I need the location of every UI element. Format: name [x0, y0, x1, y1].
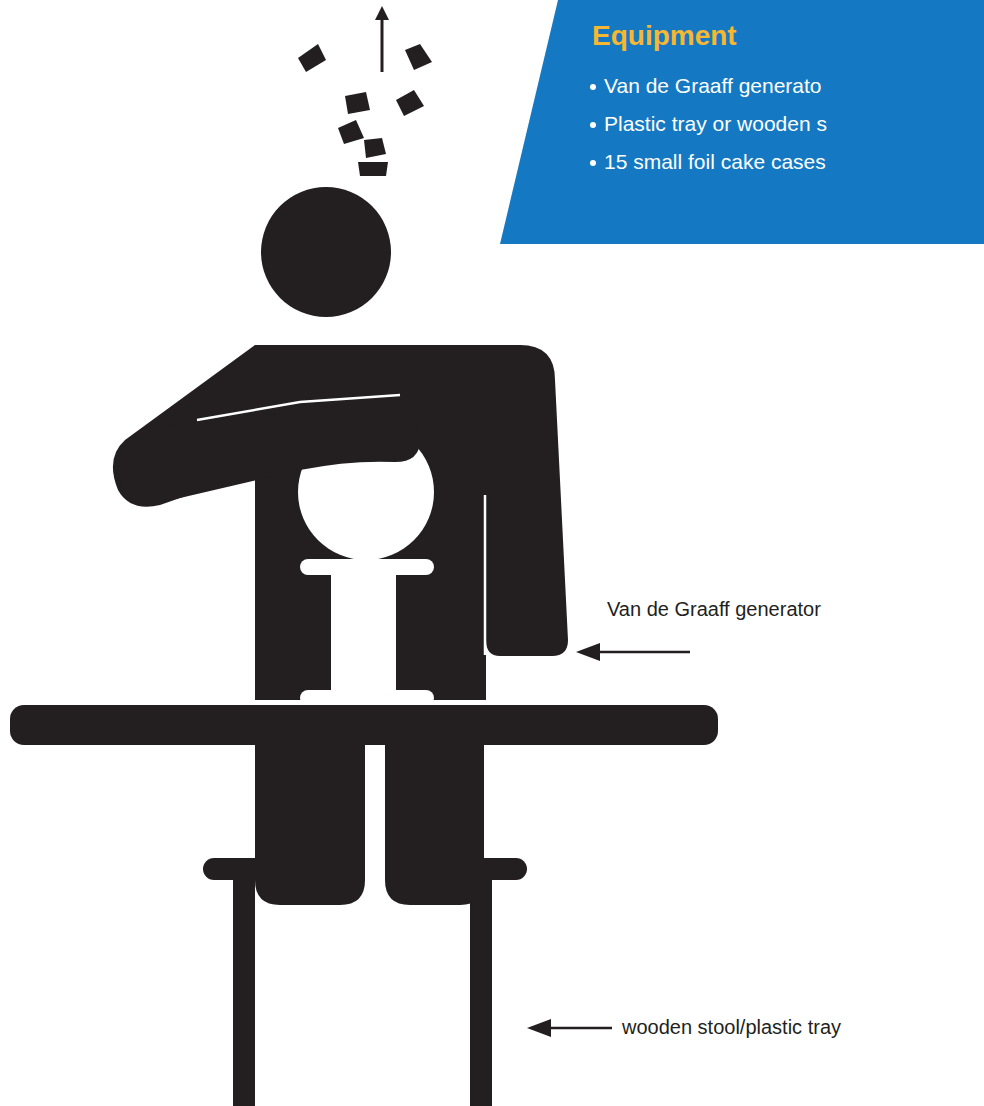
table-top: [10, 705, 718, 745]
arrow-head: [527, 1019, 551, 1037]
part-label: Van de Graaff generator: [605, 598, 823, 621]
motion-arrow: [381, 18, 384, 72]
arrow-head: [576, 643, 600, 661]
foil-case: [396, 90, 424, 116]
arm-outline: [484, 495, 487, 655]
arrow-head: [375, 6, 389, 20]
foil-case: [405, 44, 432, 70]
torso: [255, 345, 568, 700]
foil-case: [338, 120, 364, 144]
leader-line: [590, 651, 690, 654]
equipment-panel: EquipmentVan de Graaff generatoPlastic t…: [500, 0, 984, 244]
foil-case: [358, 162, 388, 176]
stool-leg: [470, 878, 492, 1106]
bullet-dot: [590, 122, 596, 128]
panel-heading: Equipment: [592, 20, 737, 52]
foil-case: [345, 92, 370, 114]
generator-collar: [300, 559, 434, 575]
panel-background: [500, 0, 984, 244]
part-label: wooden stool/plastic tray: [620, 1016, 843, 1039]
leg: [385, 740, 484, 905]
generator-base: [300, 690, 434, 706]
leg: [255, 740, 365, 905]
stool-leg: [233, 878, 255, 1106]
equipment-item: Plastic tray or wooden s: [604, 112, 827, 136]
equipment-item: 15 small foil cake cases: [604, 150, 826, 174]
leg-gap: [365, 745, 385, 905]
forearm: [119, 404, 420, 505]
foil-case: [298, 44, 326, 72]
bullet-dot: [590, 84, 596, 90]
foil-case: [364, 138, 386, 158]
arm-outline: [197, 395, 400, 420]
bullet-dot: [590, 160, 596, 166]
equipment-item: Van de Graaff generato: [604, 74, 822, 98]
generator-stem: [331, 560, 396, 700]
head: [261, 187, 391, 317]
